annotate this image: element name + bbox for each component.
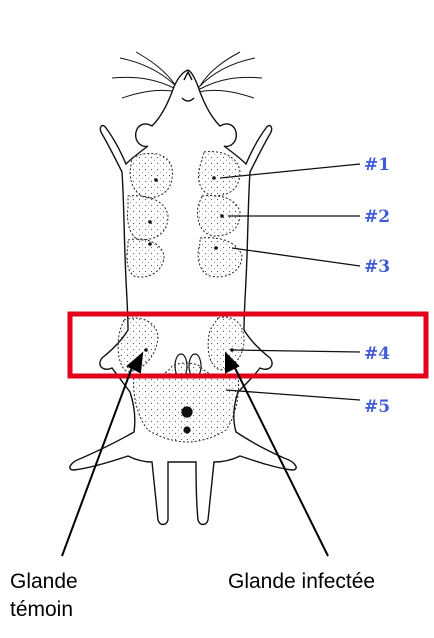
caption-infected-gland: Glande infectée	[228, 568, 375, 596]
caption-control-gland: Glande témoin	[10, 568, 78, 624]
mouse-body-outline	[70, 70, 296, 525]
label-gland-2: #2	[364, 207, 390, 227]
label-gland-3: #3	[364, 257, 390, 277]
gland-1-left	[130, 153, 172, 198]
label-gland-4: #4	[364, 344, 390, 364]
caption-control-line2: témoin	[10, 596, 78, 624]
caption-control-line1: Glande	[10, 568, 78, 596]
label-gland-5: #5	[364, 397, 390, 417]
label-gland-1: #1	[364, 155, 390, 175]
